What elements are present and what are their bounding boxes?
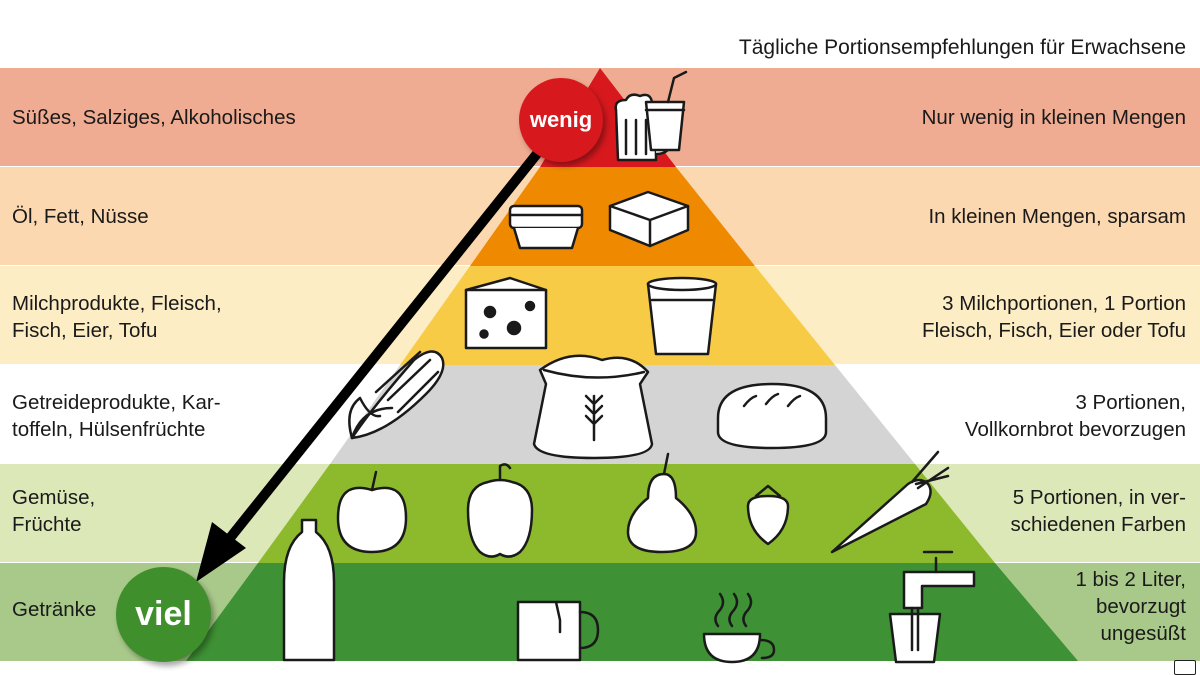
left-label-dairy: Milchprodukte, Fleisch,Fisch, Eier, Tofu (12, 292, 222, 342)
left-label-fruits-vegetables: Gemüse,Früchte (12, 486, 96, 536)
header: Tägliche Portionsempfehlungen für Erwach… (0, 0, 1200, 68)
tier-drinks (186, 563, 1078, 661)
water-bottle-icon (282, 518, 336, 662)
carrot-icon (830, 450, 950, 554)
badge-wenig: wenig (519, 78, 603, 162)
right-label-grains: 3 Portionen,Vollkornbrot bevorzugen (964, 391, 1186, 441)
yogurt-cup-icon (646, 276, 718, 356)
pear-icon (626, 452, 698, 554)
left-label-sweets: Süßes, Salziges, Alkoholisches (12, 106, 296, 129)
corn-cob-icon (348, 350, 445, 440)
grain-sack-icon (532, 354, 654, 460)
right-label-sweets: Nur wenig in kleinen Mengen (921, 106, 1186, 129)
bell-pepper-icon (466, 463, 534, 558)
tier-fruits-vegetables (258, 464, 995, 563)
right-label-fruits-vegetables: 5 Portionen, in ver-schiedenen Farben (1010, 486, 1186, 536)
butter-block-icon (608, 190, 690, 248)
left-label-fats: Öl, Fett, Nüsse (12, 205, 149, 228)
arrow-head (196, 522, 246, 582)
badge-viel: viel (116, 567, 211, 662)
drink-cup-straw-icon (644, 70, 688, 152)
bread-loaf-icon (716, 382, 828, 450)
coffee-cup-icon (702, 592, 776, 664)
cheese-icon (464, 276, 548, 350)
margarine-tub-icon (508, 204, 584, 250)
bottom-strip (0, 661, 1200, 674)
right-label-fats: In kleinen Mengen, sparsam (928, 205, 1186, 228)
strawberry-icon (746, 484, 790, 546)
chart-title: Tägliche Portionsempfehlungen für Erwach… (738, 36, 1186, 59)
tea-mug-icon (516, 600, 600, 662)
left-label-grains: Getreideprodukte, Kar-toffeln, Hülsenfrü… (12, 391, 221, 441)
copyright-icon (1174, 660, 1196, 675)
water-tap-glass-icon (888, 550, 976, 664)
apple-icon (336, 470, 408, 554)
left-label-drinks: Getränke (12, 598, 97, 621)
